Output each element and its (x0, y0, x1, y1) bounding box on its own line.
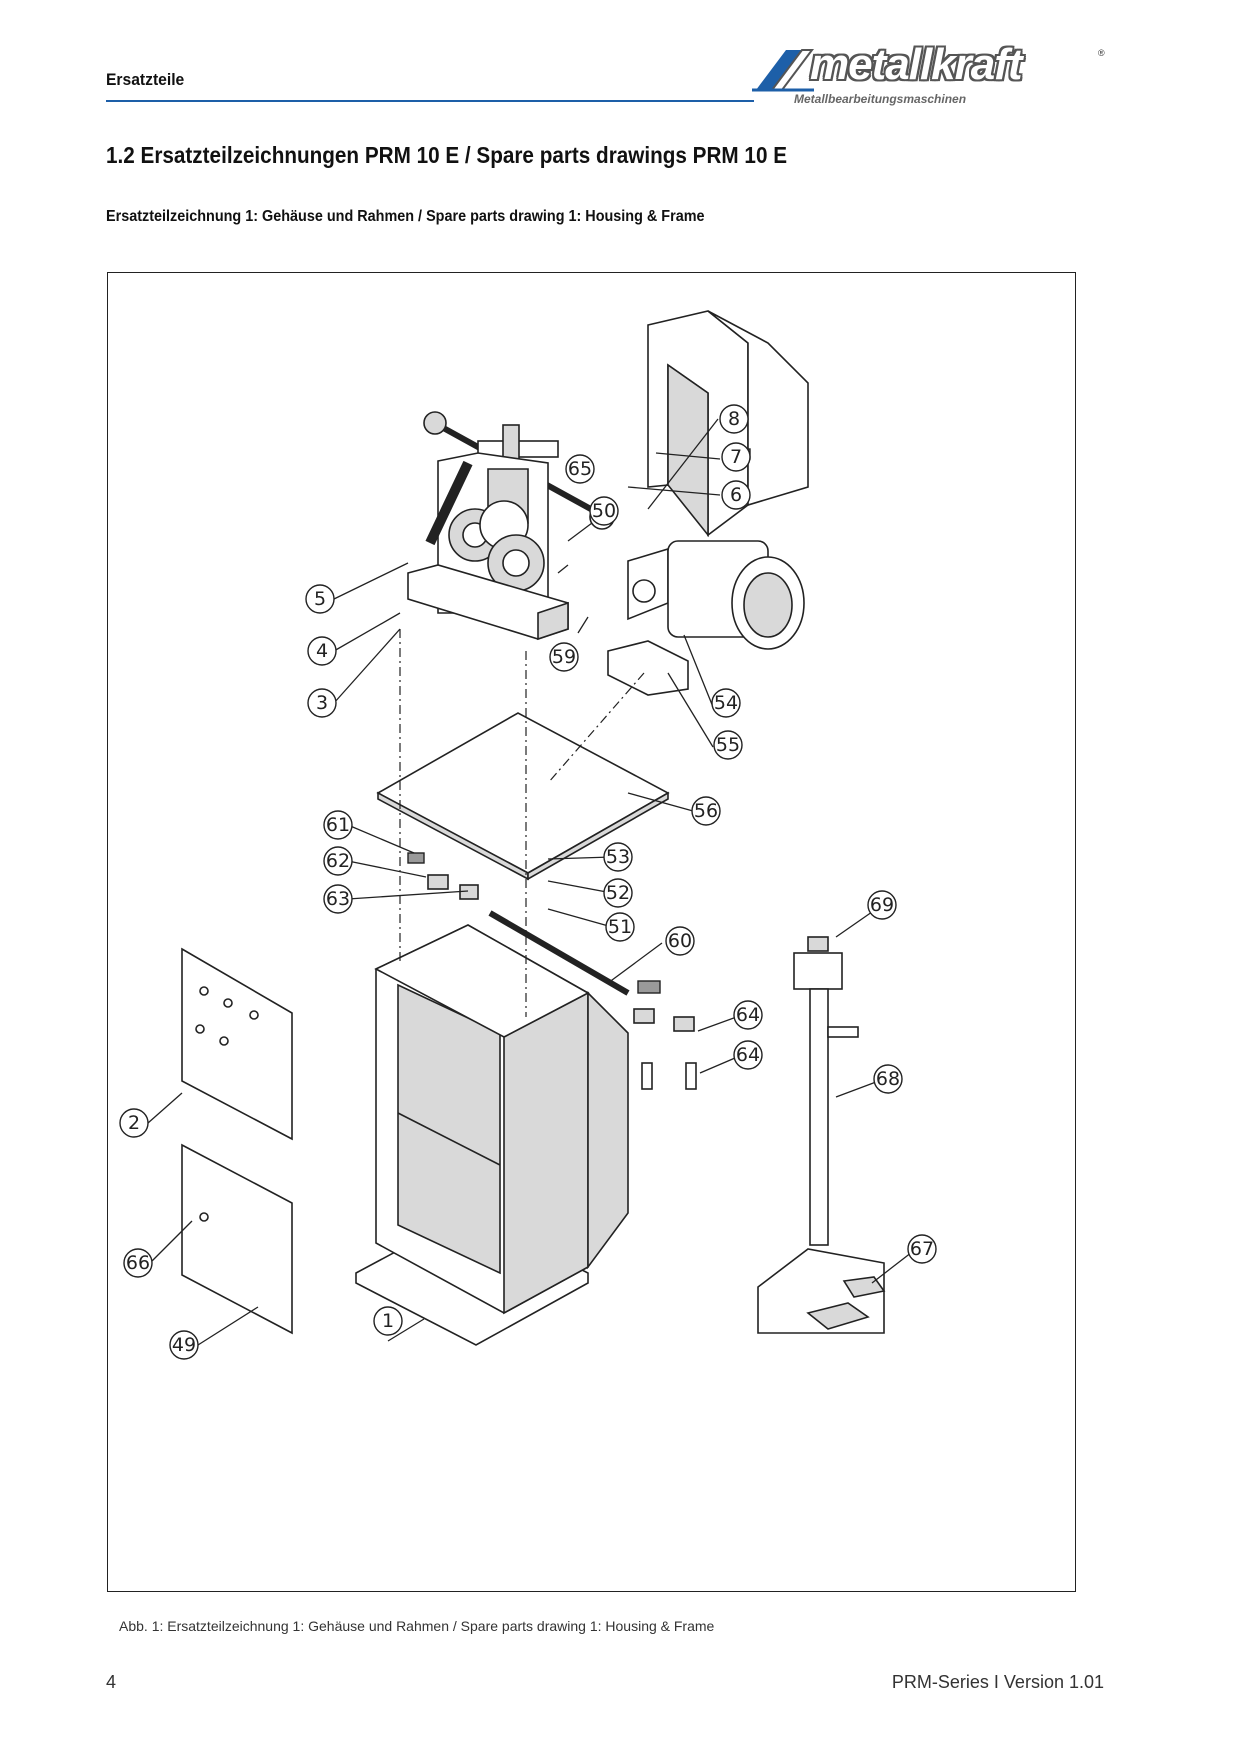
base-plate (376, 712, 670, 881)
motor-assembly (607, 540, 805, 696)
callout-4: 4 (307, 636, 337, 666)
svg-text:3: 3 (316, 692, 328, 714)
callout-8: 6 (721, 480, 751, 510)
svg-text:7: 7 (730, 446, 742, 468)
svg-text:49: 49 (172, 1334, 196, 1356)
svg-text:60: 60 (668, 930, 692, 952)
svg-text:1: 1 (382, 1310, 394, 1332)
callout-51: 51 (605, 912, 635, 942)
section-title: 1.2 Ersatzteilzeichnungen PRM 10 E / Spa… (106, 142, 788, 168)
svg-text:64: 64 (736, 1044, 760, 1066)
callout-54: 54 (711, 688, 741, 718)
callout-3: 3 (307, 688, 337, 718)
svg-text:2: 2 (128, 1112, 140, 1134)
svg-text:55: 55 (716, 734, 740, 756)
svg-text:53: 53 (606, 846, 630, 868)
foot-pedal (757, 936, 886, 1334)
logo-tagline: Metallbearbeitungsmaschinen (794, 92, 967, 106)
stand-cabinet (355, 924, 629, 1346)
callout-63: 64 (733, 1000, 763, 1030)
svg-text:51: 51 (608, 916, 632, 938)
svg-text:61: 61 (326, 814, 350, 836)
svg-text:6: 6 (730, 484, 742, 506)
svg-text:50: 50 (592, 500, 616, 522)
callout-1: 1 (373, 1306, 403, 1336)
document-version: PRM-Series I Version 1.01 (891, 1672, 1104, 1692)
svg-text:52: 52 (606, 882, 630, 904)
callout-6: 8 (719, 404, 749, 434)
callout-59: 60 (665, 926, 695, 956)
callout-2: 2 (119, 1108, 149, 1138)
svg-text:4: 4 (316, 640, 328, 662)
svg-text:65: 65 (568, 458, 592, 480)
callout-62: 63 (323, 884, 353, 914)
callout-52: 52 (603, 878, 633, 908)
logo-registered-mark: ® (1098, 48, 1105, 58)
side-panels (181, 947, 293, 1335)
logo-mark-icon (752, 49, 814, 92)
brand-logo: metallkraft ® Metallbearbeitungsmaschine… (752, 40, 1112, 110)
callout-66: 66 (123, 1248, 153, 1278)
svg-text:56: 56 (694, 800, 718, 822)
callout-49: 49 (169, 1330, 199, 1360)
svg-text:67: 67 (910, 1238, 934, 1260)
svg-text:68: 68 (876, 1068, 900, 1090)
svg-text:5: 5 (314, 588, 326, 610)
callout-50: 50 (589, 496, 619, 526)
callout-64: 64 (733, 1040, 763, 1070)
svg-text:62: 62 (326, 850, 350, 872)
exploded-parts-drawing: 8 7 6 65 50 5 4 3 59 54 55 56 61 62 63 5… (107, 272, 1076, 1592)
callout-67: 67 (907, 1234, 937, 1264)
logo-wordmark: metallkraft (810, 40, 1023, 89)
page-number: 4 (106, 1672, 117, 1692)
roller-head (407, 411, 615, 641)
svg-text:66: 66 (126, 1252, 150, 1274)
callout-5: 5 (305, 584, 335, 614)
drawing-subtitle: Ersatzteilzeichnung 1: Gehäuse und Rahme… (106, 208, 705, 225)
svg-text:54: 54 (714, 692, 738, 714)
callout-68: 68 (873, 1064, 903, 1094)
figure-caption: Abb. 1: Ersatzteilzeichnung 1: Gehäuse u… (119, 1618, 715, 1634)
callout-55: 55 (713, 730, 743, 760)
callout-53: 53 (603, 842, 633, 872)
svg-text:59: 59 (552, 646, 576, 668)
callout-69: 69 (867, 890, 897, 920)
assembly-lines (399, 629, 645, 1017)
exploded-view-svg: 8 7 6 65 50 5 4 3 59 54 55 56 61 62 63 5… (119, 310, 937, 1360)
callout-61: 62 (323, 846, 353, 876)
cover-guard (647, 310, 809, 538)
svg-text:8: 8 (728, 408, 740, 430)
svg-text:69: 69 (870, 894, 894, 916)
svg-text:63: 63 (326, 888, 350, 910)
callout-56: 56 (691, 796, 721, 826)
svg-text:64: 64 (736, 1004, 760, 1026)
callout-65: 65 (565, 454, 595, 484)
header-rule (106, 100, 754, 102)
callout-57: 59 (549, 642, 579, 672)
callout-7: 7 (721, 442, 751, 472)
header-section-label: Ersatzteile (106, 70, 185, 89)
callout-60: 61 (323, 810, 353, 840)
